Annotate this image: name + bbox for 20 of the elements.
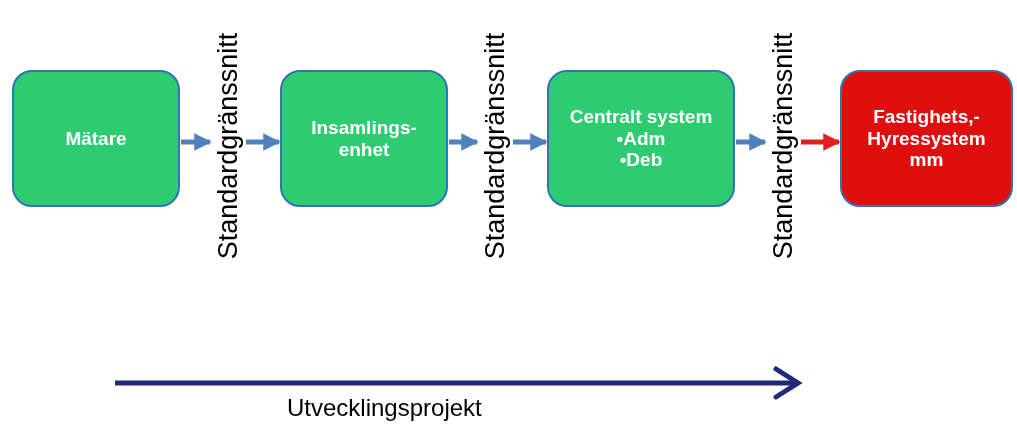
process-box xyxy=(12,70,180,207)
box-text: •Deb xyxy=(619,149,663,172)
direction-label: Utvecklingsprojekt xyxy=(287,394,482,422)
process-box xyxy=(547,70,735,207)
box-text: Fastighets,- Hyressystem mm xyxy=(866,105,987,172)
box-text: Mätare xyxy=(65,127,127,150)
arrow xyxy=(246,133,281,151)
arrow xyxy=(513,133,548,151)
arrow xyxy=(181,133,212,151)
box-text: •Adm xyxy=(616,127,666,150)
arrow xyxy=(801,133,841,151)
interface-label: Standardgränssnitt xyxy=(212,32,244,260)
arrow xyxy=(736,133,767,151)
interface-label: Standardgränssnitt xyxy=(767,32,799,260)
arrow xyxy=(449,133,479,151)
external-system-box xyxy=(840,70,1013,207)
box-text: Centralt system xyxy=(569,105,713,128)
interface-label: Standardgränssnitt xyxy=(479,32,511,260)
box-text: Insamlings- enhet xyxy=(310,116,418,161)
process-box xyxy=(280,70,448,207)
